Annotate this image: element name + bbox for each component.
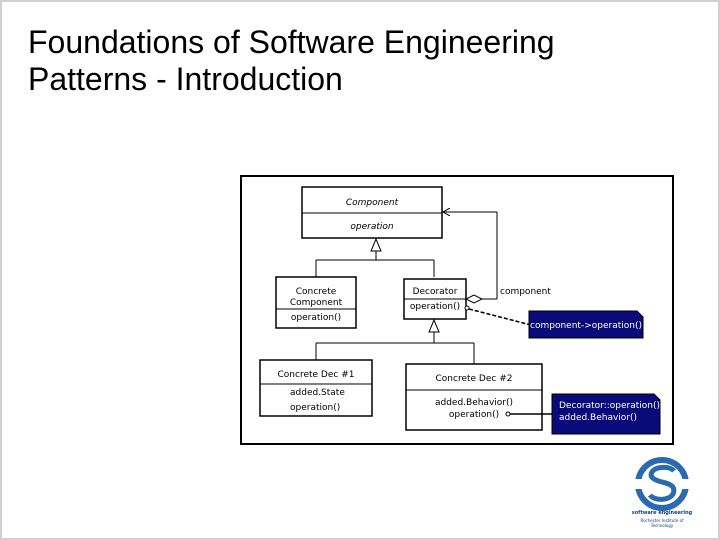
decorator-box: Decorator operation() (403, 278, 467, 320)
concrete-dec-2-name: Concrete Dec #2 (436, 374, 513, 384)
title-line-2: Patterns - Introduction (28, 61, 343, 97)
concrete-dec-1-operation: operation() (290, 403, 340, 413)
note-decorator-line-2: added.Behavior() (559, 413, 637, 423)
component-class-box: Component operation (301, 186, 443, 239)
title-line-1: Foundations of Software Engineering (28, 24, 555, 60)
concrete-component-name-2: Component (290, 298, 343, 308)
component-name: Component (346, 198, 399, 208)
component-operation: operation (350, 222, 394, 232)
software-engineering-logo: software engineering Rochester Institute… (630, 457, 694, 532)
note-component-operation-text: component->operation() (530, 321, 642, 331)
slide-title: Foundations of Software Engineering Patt… (28, 24, 698, 98)
concrete-dec-2-behavior: added.Behavior() (435, 398, 513, 408)
note-anchor-decorator (464, 305, 532, 326)
concrete-component-name-1: Concrete (296, 287, 337, 297)
decorator-name: Decorator (413, 287, 458, 297)
concrete-dec-1-state: added.State (290, 388, 345, 398)
decorator-inheritance (315, 318, 475, 364)
diagram-canvas: Component operation Concrete Component o… (259, 186, 661, 435)
concrete-component-operation: operation() (291, 313, 341, 323)
decorator-operation: operation() (410, 302, 460, 312)
concrete-dec-1-name: Concrete Dec #1 (278, 370, 355, 380)
note-decorator-operation: Decorator::operation() added.Behavior() (551, 393, 661, 435)
logo-text-1: software engineering (631, 510, 693, 516)
note-decorator-line-1: Decorator::operation() (559, 401, 660, 411)
inheritance-connector (315, 237, 435, 277)
note-component-operation: component->operation() (528, 310, 644, 339)
concrete-dec-1-box: Concrete Dec #1 added.State operation() (259, 359, 373, 417)
association-label: component (500, 287, 551, 297)
concrete-dec-2-box: Concrete Dec #2 added.Behavior() operati… (405, 363, 543, 431)
component-aggregation (443, 212, 498, 304)
logo-text-2: Rochester Institute of Technology (640, 518, 684, 528)
concrete-component-box: Concrete Component operation() (275, 276, 357, 329)
concrete-dec-2-operation: operation() (449, 410, 499, 420)
note-anchor-dec2 (505, 411, 552, 417)
uml-decorator-diagram: Component operation Concrete Component o… (240, 175, 674, 445)
logo-emblem (630, 457, 694, 511)
